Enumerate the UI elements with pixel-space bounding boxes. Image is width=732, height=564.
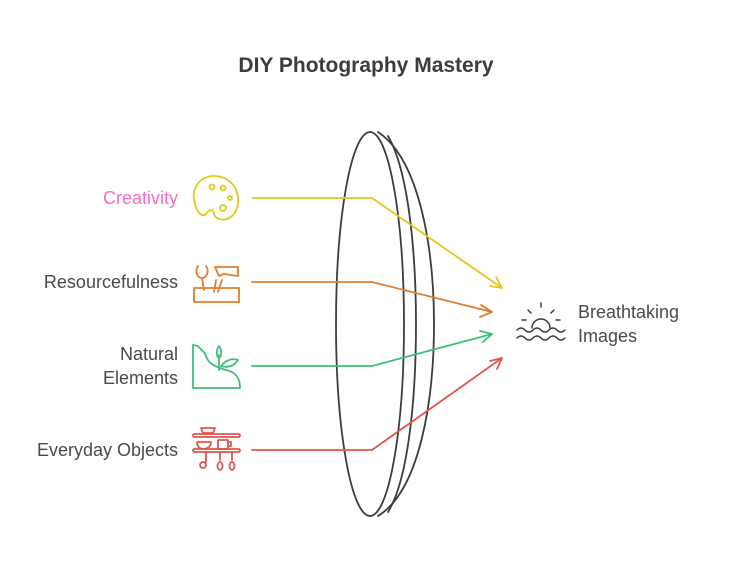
plant-icon <box>192 344 241 389</box>
label-line: Elements <box>102 368 178 388</box>
label-line: Breathtaking <box>578 302 680 322</box>
kitchen-shelf-icon <box>192 427 241 471</box>
label-everyday-objects: Everyday Objects <box>36 440 178 460</box>
connector-everyday <box>251 357 503 451</box>
label-line: Natural <box>119 344 178 364</box>
toolbox-icon <box>193 265 240 303</box>
connector-natural <box>251 330 493 367</box>
connector-resourcefulness <box>251 281 493 318</box>
sunset-icon <box>516 302 566 341</box>
label-natural-elements: Natural Elements <box>103 342 178 390</box>
diagram-title: DIY Photography Mastery <box>238 54 494 77</box>
connector-creativity <box>251 197 503 289</box>
label-breathtaking-images: Breathtaking Images <box>578 300 679 348</box>
label-line: Images <box>578 326 638 346</box>
palette-icon <box>192 175 240 221</box>
label-creativity: Creativity <box>102 188 178 208</box>
label-resourcefulness: Resourcefulness <box>43 272 178 292</box>
lens-shape <box>335 131 435 517</box>
